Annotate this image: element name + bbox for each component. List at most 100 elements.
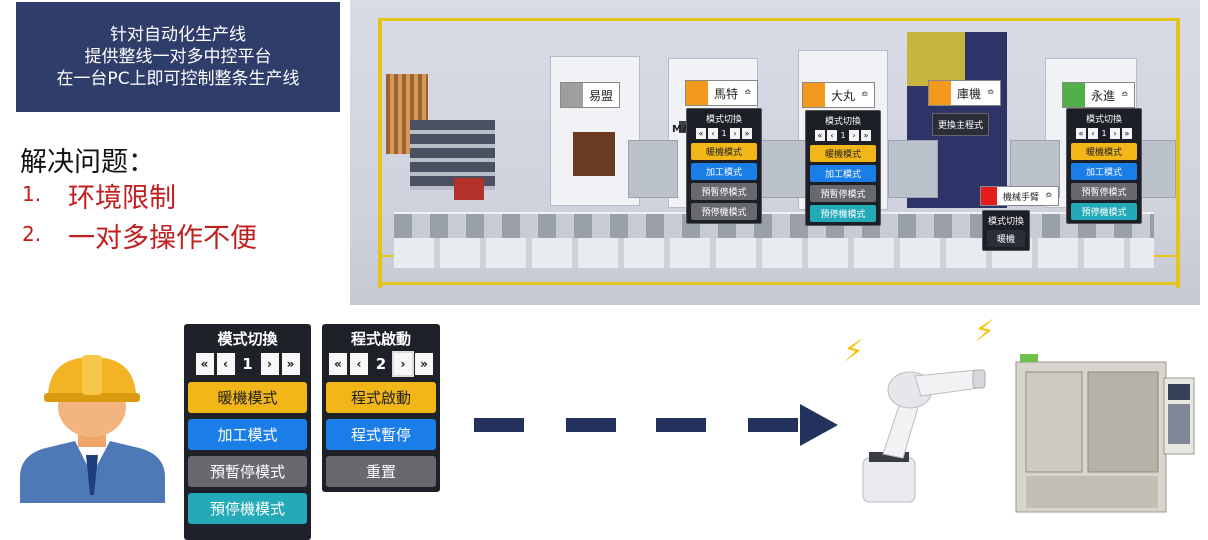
machine-tag-1[interactable]: 易盟 bbox=[560, 82, 621, 108]
collapse-icon[interactable]: ≏ bbox=[861, 90, 869, 100]
last-page-button[interactable]: » bbox=[281, 353, 300, 375]
machine-status-swatch bbox=[929, 81, 951, 105]
robot-arm-tag[interactable]: 機械手臂 ≏ bbox=[980, 186, 1059, 206]
production-line-scene: 易盟 馬特 ≏ 大丸 ≏ 庫機 ≏ 永進 ≏ MA 模式切換 « ‹ 1 › »… bbox=[350, 0, 1200, 305]
headline-line-3: 在一台PC上即可控制整条生产线 bbox=[56, 69, 300, 89]
collapse-icon[interactable]: ≏ bbox=[1121, 90, 1129, 100]
prev-page-button[interactable]: ‹ bbox=[1088, 128, 1098, 139]
pre-pause-mode-button[interactable]: 預暫停模式 bbox=[1071, 183, 1137, 200]
prev-page-button[interactable]: ‹ bbox=[350, 353, 368, 375]
mini-pager: « ‹ 1 › » bbox=[1071, 128, 1137, 139]
machine-1 bbox=[550, 56, 640, 206]
first-page-button[interactable]: « bbox=[329, 353, 347, 375]
safety-rail bbox=[378, 18, 1178, 21]
mini-pager: « ‹ 1 › » bbox=[691, 128, 757, 139]
lightning-icon: ⚡ bbox=[843, 334, 865, 369]
headline-line-1: 针对自动化生产线 bbox=[110, 25, 246, 45]
machine-name: 庫機 bbox=[957, 86, 982, 101]
robot-warmup-button[interactable]: 暖機 bbox=[987, 230, 1025, 247]
next-page-button[interactable]: › bbox=[730, 128, 740, 139]
last-page-button[interactable]: » bbox=[861, 130, 871, 141]
red-toolbox bbox=[454, 178, 484, 200]
problem-number: 2. bbox=[22, 222, 42, 246]
next-page-button[interactable]: › bbox=[849, 130, 859, 141]
problem-item: 1.环境限制 bbox=[22, 176, 257, 216]
page-number: 1 bbox=[1101, 129, 1107, 138]
robot-panel-title: 模式切換 bbox=[987, 217, 1024, 227]
machine-status-swatch bbox=[803, 83, 825, 107]
arrow-dash bbox=[748, 418, 798, 432]
mini-panel-title: 模式切換 bbox=[1085, 115, 1122, 125]
machine-tag-5[interactable]: 永進 ≏ bbox=[1062, 82, 1135, 108]
collapse-icon[interactable]: ≏ bbox=[744, 88, 752, 98]
program-start-button[interactable]: 程式啟動 bbox=[326, 382, 436, 413]
page-number: 1 bbox=[840, 131, 846, 140]
robot-status-swatch bbox=[981, 187, 997, 205]
robot-arm-name: 機械手臂 bbox=[1003, 192, 1040, 203]
conveyor-base bbox=[394, 238, 1154, 268]
mini-mode-panel-2: 模式切換 « ‹ 1 › » 暖機模式 加工模式 預暫停模式 預停機模式 bbox=[686, 108, 762, 224]
pre-stop-mode-button[interactable]: 預停機模式 bbox=[188, 493, 307, 524]
lightning-icon: ⚡ bbox=[974, 314, 996, 349]
prev-page-button[interactable]: ‹ bbox=[708, 128, 718, 139]
first-page-button[interactable]: « bbox=[1076, 128, 1086, 139]
warmup-mode-button[interactable]: 暖機模式 bbox=[1071, 143, 1137, 160]
next-page-button[interactable]: › bbox=[1110, 128, 1120, 139]
problems-list: 1.环境限制 2. 一对多操作不便 bbox=[22, 176, 257, 256]
change-program-button[interactable]: 更換主程式 bbox=[932, 113, 990, 136]
arrow-dash bbox=[656, 418, 706, 432]
first-page-button[interactable]: « bbox=[815, 130, 825, 141]
page-number: 1 bbox=[721, 129, 727, 138]
mini-panel-title: 模式切換 bbox=[824, 117, 861, 127]
warmup-mode-button[interactable]: 暖機模式 bbox=[691, 143, 757, 160]
problem-text: 一对多操作不便 bbox=[68, 223, 257, 254]
process-mode-button[interactable]: 加工模式 bbox=[1071, 163, 1137, 180]
warmup-mode-button[interactable]: 暖機模式 bbox=[188, 382, 307, 413]
machine-status-swatch bbox=[1063, 83, 1085, 107]
mode-pager: « ‹ 1 › » bbox=[188, 353, 307, 375]
cnc-machine-icon bbox=[1015, 354, 1195, 513]
prev-page-button[interactable]: ‹ bbox=[827, 130, 837, 141]
prev-page-button[interactable]: ‹ bbox=[216, 353, 235, 375]
problem-item: 2. 一对多操作不便 bbox=[22, 216, 257, 256]
mini-panel-title: 模式切換 bbox=[705, 115, 742, 125]
page-number: 1 bbox=[242, 355, 253, 373]
process-mode-button[interactable]: 加工模式 bbox=[691, 163, 757, 180]
warmup-mode-button[interactable]: 暖機模式 bbox=[810, 145, 876, 162]
next-page-button[interactable]: › bbox=[392, 351, 414, 377]
robot-mode-panel: 模式切換 暖機 bbox=[982, 210, 1030, 251]
last-page-button[interactable]: » bbox=[742, 128, 752, 139]
pre-pause-mode-button[interactable]: 預暫停模式 bbox=[810, 185, 876, 202]
process-mode-button[interactable]: 加工模式 bbox=[188, 419, 307, 450]
last-page-button[interactable]: » bbox=[415, 353, 433, 375]
reset-button[interactable]: 重置 bbox=[326, 456, 436, 487]
robot-arm-icon bbox=[862, 369, 986, 503]
safety-rail bbox=[378, 282, 1180, 285]
pre-stop-mode-button[interactable]: 預停機模式 bbox=[691, 203, 757, 220]
pre-pause-mode-button[interactable]: 預暫停模式 bbox=[188, 456, 307, 487]
headline-box: 针对自动化生产线 提供整线一对多中控平台 在一台PC上即可控制整条生产线 bbox=[16, 2, 340, 112]
problem-text: 环境限制 bbox=[68, 183, 176, 214]
program-pause-button[interactable]: 程式暫停 bbox=[326, 419, 436, 450]
collapse-icon[interactable]: ≏ bbox=[1045, 191, 1053, 201]
mode-switch-panel: 模式切換 « ‹ 1 › » 暖機模式 加工模式 預暫停模式 預停機模式 bbox=[184, 324, 311, 540]
mode-panel-title: 模式切換 bbox=[217, 330, 278, 348]
brand-fragment: MA bbox=[672, 124, 690, 135]
pre-stop-mode-button[interactable]: 預停機模式 bbox=[1071, 203, 1137, 220]
pre-pause-mode-button[interactable]: 預暫停模式 bbox=[691, 183, 757, 200]
first-page-button[interactable]: « bbox=[696, 128, 706, 139]
machine-tag-3[interactable]: 大丸 ≏ bbox=[802, 82, 875, 108]
machine-tag-4[interactable]: 庫機 ≏ bbox=[928, 80, 1001, 106]
next-page-button[interactable]: › bbox=[260, 353, 279, 375]
headline-line-2: 提供整线一对多中控平台 bbox=[84, 47, 272, 67]
program-panel-title: 程式啟動 bbox=[350, 330, 411, 348]
machine-tag-2[interactable]: 馬特 ≏ bbox=[685, 80, 758, 106]
process-mode-button[interactable]: 加工模式 bbox=[810, 165, 876, 182]
arrow-head-icon bbox=[800, 404, 838, 446]
machine-name: 永進 bbox=[1091, 88, 1116, 103]
program-pager: « ‹ 2 › » bbox=[326, 351, 436, 377]
last-page-button[interactable]: » bbox=[1122, 128, 1132, 139]
first-page-button[interactable]: « bbox=[195, 353, 214, 375]
pre-stop-mode-button[interactable]: 預停機模式 bbox=[810, 205, 876, 222]
collapse-icon[interactable]: ≏ bbox=[987, 88, 995, 98]
